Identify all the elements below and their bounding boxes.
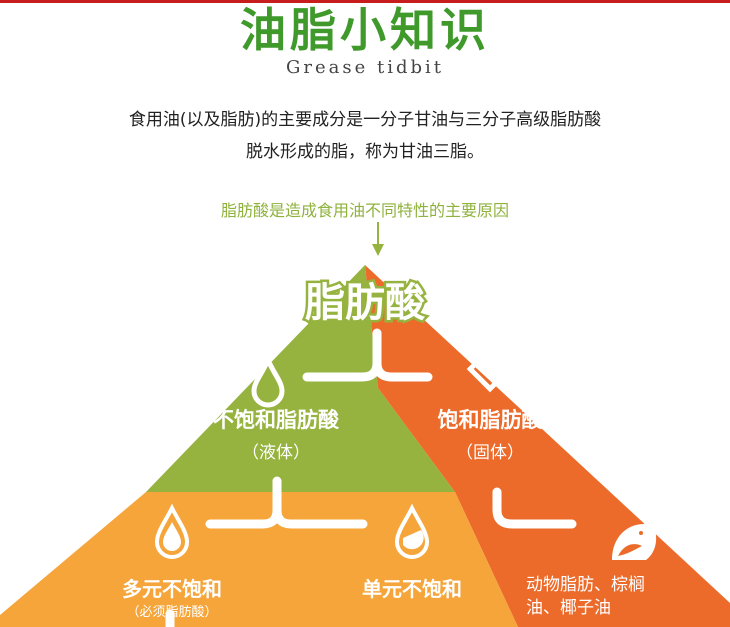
intro-line-1: 食用油(以及脂肪)的主要成分是一分子甘油与三分子高级脂肪酸 xyxy=(128,110,602,130)
connector-lines xyxy=(165,328,577,627)
unsaturated-label: 不饱和脂肪酸 xyxy=(213,408,339,432)
animal-fat-label-line-2: 油、椰子油 xyxy=(526,598,611,618)
droplet-icon xyxy=(251,353,285,408)
fatty-acid-label: 脂肪酸 xyxy=(303,278,428,329)
note-text: 脂肪酸是造成食用油不同特性的主要原因 xyxy=(220,201,509,220)
bird-icon xyxy=(612,518,657,560)
droplet-half-icon xyxy=(394,503,430,559)
unsaturated-subtypes-section xyxy=(0,492,518,627)
saturated-sub-label: （固体） xyxy=(456,443,524,463)
page-title: 油脂小知识 xyxy=(240,3,490,57)
saturated-label: 饱和脂肪酸 xyxy=(437,408,543,432)
unsaturated-section xyxy=(146,265,455,492)
diamond-icon xyxy=(466,345,514,393)
poly-unsaturated-sub-label: （必须脂肪酸） xyxy=(126,605,218,620)
arrow-down-icon xyxy=(372,222,384,256)
intro-text: 食用油(以及脂肪)的主要成分是一分子甘油与三分子高级脂肪酸 脱水形成的脂，称为甘… xyxy=(40,104,690,168)
top-border xyxy=(0,0,730,3)
unsaturated-sub-label: （液体） xyxy=(242,443,310,463)
mono-unsaturated-label: 单元不饱和 xyxy=(362,577,462,601)
animal-fat-label: 动物脂肪、棕榈 油、椰子油 xyxy=(526,574,706,620)
animal-fat-label-line-1: 动物脂肪、棕榈 xyxy=(526,575,645,595)
intro-line-2: 脱水形成的脂，称为甘油三脂。 xyxy=(246,142,484,162)
page-subtitle: Grease tidbit xyxy=(285,57,444,78)
poly-unsaturated-label: 多元不饱和 xyxy=(122,577,222,601)
droplet-icon xyxy=(154,503,190,559)
